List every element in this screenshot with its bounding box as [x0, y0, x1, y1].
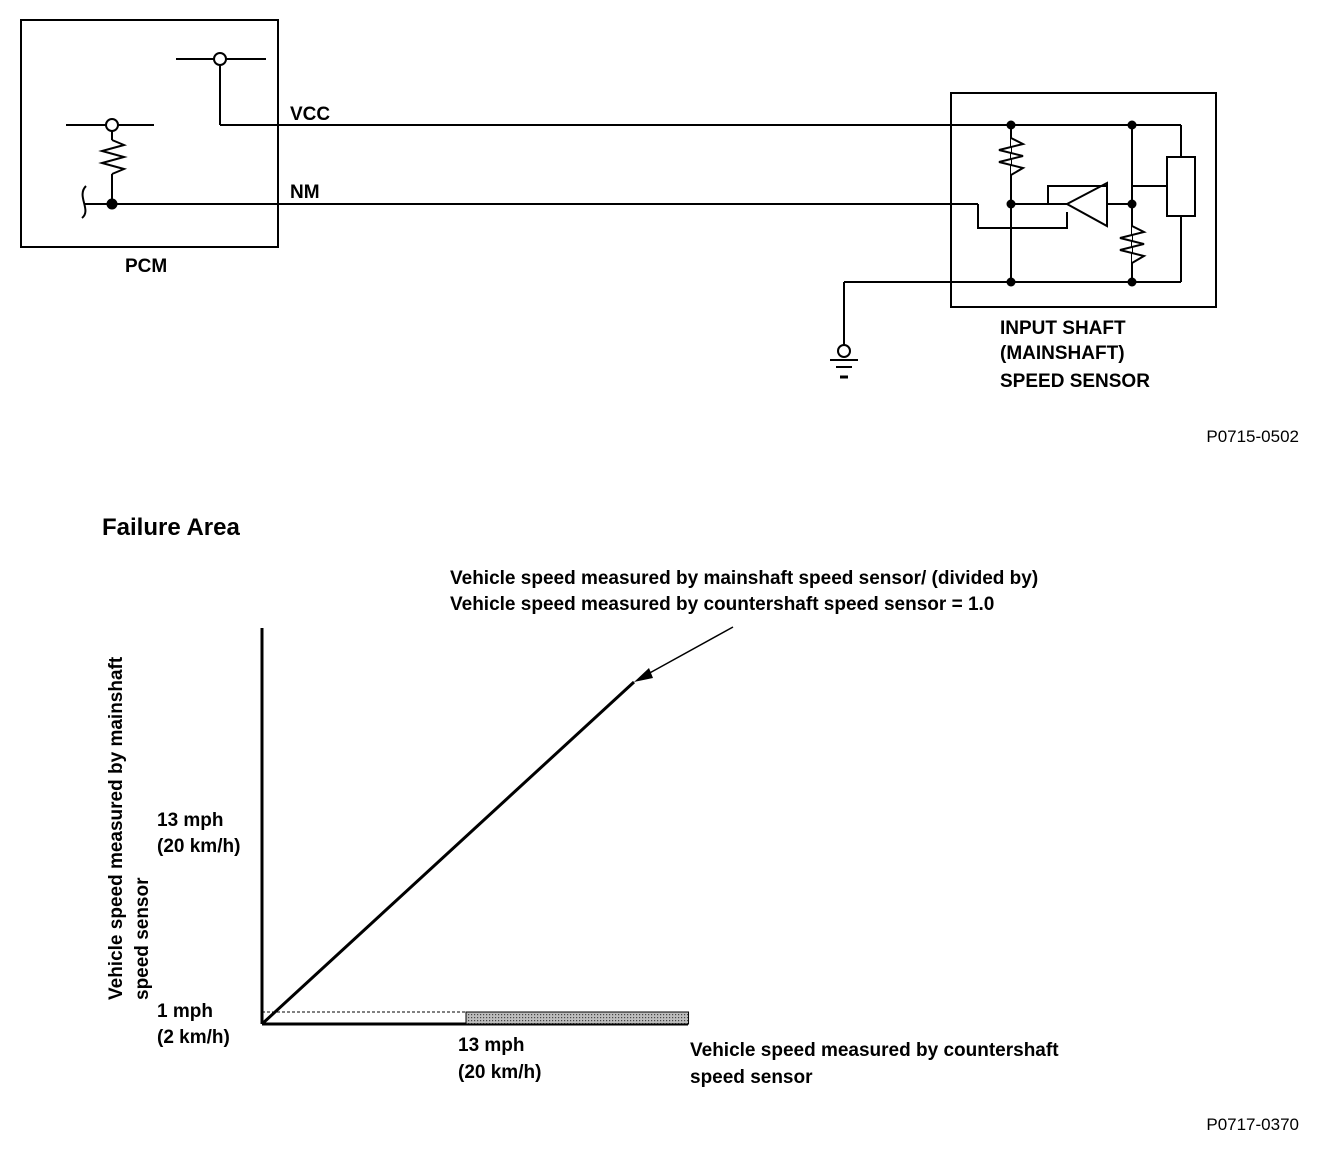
pcm-label: PCM [125, 256, 167, 277]
chart-reference-code: P0717-0370 [1206, 1115, 1299, 1134]
y-axis-label-line-2: speed sensor [132, 877, 153, 1000]
sensor-resistor-1-icon [998, 137, 1026, 176]
annotation-arrow-icon [634, 626, 734, 682]
failure-area-region [465, 1011, 690, 1025]
x-tick-13-line-1: 13 mph [458, 1035, 525, 1056]
ground-symbol-icon [830, 359, 858, 379]
sensor-nm-path [977, 204, 1068, 229]
failure-chart-plot [260, 628, 690, 1026]
y-axis-label-line-1: Vehicle speed measured by mainshaft [106, 656, 127, 1000]
sensor-label-line-1: INPUT SHAFT [1000, 318, 1126, 339]
y-tick-13-line-1: 13 mph [157, 810, 224, 831]
sensor-resistor-2-icon [1119, 225, 1147, 264]
chart-title: Failure Area [102, 514, 240, 541]
pcm-nm-terminal-icon [105, 118, 119, 132]
ratio-annotation-line-1: Vehicle speed measured by mainshaft spee… [450, 568, 1038, 589]
ratio-line-series [260, 680, 636, 1026]
x-axis-label-line-2: speed sensor [690, 1067, 813, 1088]
y-tick-1-line-2: (2 km/h) [157, 1027, 230, 1048]
vcc-label: VCC [290, 104, 330, 125]
sensor-box [950, 92, 1217, 308]
ground-terminal-icon [837, 344, 851, 358]
y-tick-13-line-2: (20 km/h) [157, 836, 240, 857]
nm-label: NM [290, 182, 320, 203]
y-tick-1-line-1: 1 mph [157, 1001, 213, 1022]
pcm-vcc-terminal-icon [213, 52, 227, 66]
pcm-box [20, 19, 279, 248]
sensor-junctions [1006, 120, 1137, 287]
wiring-reference-code: P0715-0502 [1206, 427, 1299, 446]
ratio-annotation-line-2: Vehicle speed measured by countershaft s… [450, 594, 994, 615]
sensor-hall-element-icon [1166, 156, 1196, 217]
wiring-diagram [20, 19, 1217, 379]
x-axis-label-line-1: Vehicle speed measured by countershaft [690, 1040, 1059, 1061]
pcm-resistor-icon [98, 139, 128, 175]
sensor-label-line-3: SPEED SENSOR [1000, 371, 1150, 392]
x-tick-13-line-2: (20 km/h) [458, 1062, 541, 1083]
sensor-label-line-2: (MAINSHAFT) [1000, 343, 1125, 364]
sensor-amp-feedback [1047, 185, 1107, 204]
sensor-amplifier-icon [1064, 181, 1108, 228]
